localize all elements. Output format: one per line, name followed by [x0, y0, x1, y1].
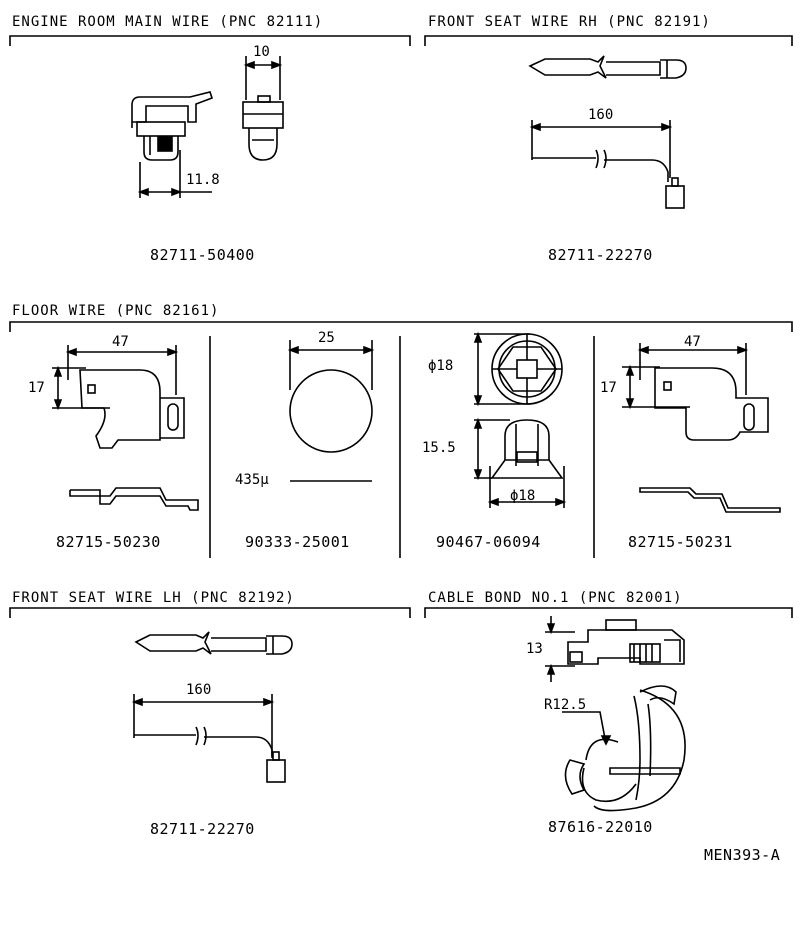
dimension-label: 160 [186, 682, 212, 698]
floor-separators [209, 336, 595, 558]
dimension-label: 47 [684, 334, 701, 350]
bracket-82715-50230-drawing [52, 345, 199, 511]
dimension-label: 435µ [235, 472, 269, 488]
dimension-label: 47 [112, 334, 129, 350]
part-number-82715-50230: 82715-50230 [56, 533, 161, 551]
section-title-cable-bond-no1: CABLE BOND NO.1 (PNC 82001) [428, 590, 683, 606]
part-number-82711-50400: 82711-50400 [150, 246, 255, 264]
dimension-label: ϕ18 [510, 488, 536, 504]
wire-82711-22270-lh-drawing [131, 631, 293, 783]
dimension-label: 17 [28, 380, 45, 396]
section-title-floor-wire: FLOOR WIRE (PNC 82161) [12, 303, 220, 319]
section-title-front-seat-wire-rh: FRONT SEAT WIRE RH (PNC 82191) [428, 14, 711, 30]
wire-82711-22270-rh-drawing [528, 55, 687, 209]
dimension-label: 17 [600, 380, 617, 396]
part-number-87616-22010: 87616-22010 [548, 818, 653, 836]
dimension-label: 160 [588, 107, 614, 123]
dimension-label: ϕ18 [428, 358, 454, 374]
cable-bond-87616-22010-drawing [545, 616, 686, 812]
part-number-90467-06094: 90467-06094 [436, 533, 541, 551]
part-number-82711-22270-lh: 82711-22270 [150, 820, 255, 838]
dimension-label: 25 [318, 330, 335, 346]
clip-82711-50400-drawing [131, 56, 284, 198]
section-title-front-seat-wire-lh: FRONT SEAT WIRE LH (PNC 82192) [12, 590, 295, 606]
section-brackets [9, 35, 793, 618]
section-title-engine-room-main-wire: ENGINE ROOM MAIN WIRE (PNC 82111) [12, 14, 324, 30]
part-number-82715-50231: 82715-50231 [628, 533, 733, 551]
grommet-90467-06094-drawing [473, 331, 567, 508]
dimension-label: 15.5 [422, 440, 456, 456]
part-number-82711-22270-rh: 82711-22270 [548, 246, 653, 264]
dimension-label: 11.8 [186, 172, 220, 188]
dimension-label: R12.5 [544, 697, 587, 713]
dimension-label: 10 [253, 44, 270, 60]
bracket-82715-50231-drawing [622, 343, 781, 513]
dimension-label: 13 [526, 641, 543, 657]
cap-90333-25001-drawing [287, 340, 375, 482]
figure-code: MEN393-A [704, 846, 781, 864]
part-number-90333-25001: 90333-25001 [245, 533, 350, 551]
